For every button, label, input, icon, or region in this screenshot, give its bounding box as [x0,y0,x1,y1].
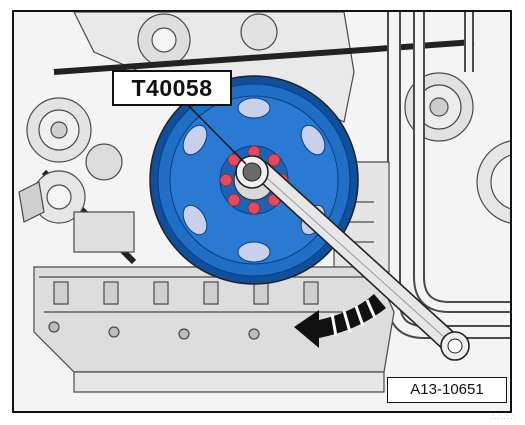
ring-spanner-icon [235,155,470,361]
watermark: ∴∴∴∴ [490,412,517,422]
leader-line [178,95,247,165]
engine-illustration [14,12,510,411]
tool-number-label: T40058 [112,70,232,106]
diagram-frame: T40058 A13-10651 [12,10,512,413]
curved-arrow-left-icon [294,294,386,348]
figure-reference-id: A13-10651 [387,377,507,403]
